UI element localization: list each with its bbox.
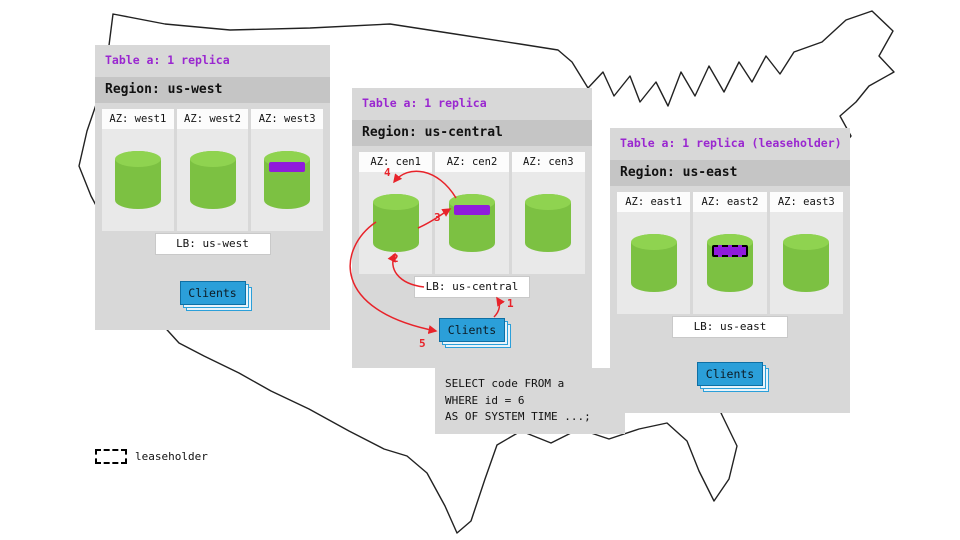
az-body (251, 129, 323, 231)
az-label: AZ: west1 (102, 109, 174, 129)
az-body (102, 129, 174, 231)
az-row: AZ: east1 AZ: east2 AZ: east3 (617, 192, 843, 314)
region-label: Region: us-west (95, 77, 330, 103)
az-label: AZ: east2 (693, 192, 767, 212)
load-balancer-box: LB: us-west (154, 233, 271, 255)
legend: leaseholder (95, 449, 208, 464)
table-replica-label: Table a: 1 replica (105, 53, 230, 67)
az-label: AZ: east1 (617, 192, 691, 212)
legend-label: leaseholder (135, 450, 208, 463)
az-body (177, 129, 249, 231)
region-label: Region: us-central (352, 120, 592, 146)
region-panel-us-central: Table a: 1 replica Region: us-central AZ… (352, 88, 592, 368)
az-west1: AZ: west1 (102, 109, 174, 231)
database-cylinder-icon (448, 194, 495, 252)
az-cen3: AZ: cen3 (511, 152, 585, 274)
database-cylinder-icon (372, 194, 419, 252)
az-body (770, 212, 843, 314)
table-replica-label: Table a: 1 replica (leaseholder) (620, 136, 842, 150)
clients-box: Clients (179, 281, 246, 305)
database-cylinder-icon (706, 234, 753, 292)
az-body (617, 212, 690, 314)
az-body (435, 172, 508, 274)
sql-query-box: SELECT code FROM a WHERE id = 6 AS OF SY… (435, 368, 625, 434)
az-body (359, 172, 432, 274)
replica-range-bar (269, 162, 306, 172)
database-cylinder-icon (114, 151, 161, 209)
az-body (693, 212, 766, 314)
database-cylinder-icon (525, 194, 572, 252)
sql-line: AS OF SYSTEM TIME ...; (445, 410, 591, 423)
az-row: AZ: west1 AZ: west2 AZ: west3 (102, 109, 324, 231)
az-label: AZ: east3 (769, 192, 843, 212)
az-label: AZ: cen3 (511, 152, 585, 172)
az-label: AZ: cen2 (435, 152, 509, 172)
database-cylinder-icon (783, 234, 830, 292)
az-east3: AZ: east3 (769, 192, 843, 314)
az-cen2: AZ: cen2 (435, 152, 509, 274)
az-body (512, 172, 585, 274)
az-east1: AZ: east1 (617, 192, 691, 314)
leaseholder-swatch-icon (95, 449, 127, 464)
az-east2: AZ: east2 (693, 192, 767, 314)
az-cen1: AZ: cen1 (359, 152, 433, 274)
database-cylinder-icon (630, 234, 677, 292)
az-label: AZ: west2 (176, 109, 249, 129)
sql-line: SELECT code FROM a (445, 377, 565, 390)
az-label: AZ: cen1 (359, 152, 433, 172)
load-balancer-box: LB: us-east (672, 316, 788, 338)
table-replica-label: Table a: 1 replica (362, 96, 487, 110)
az-west2: AZ: west2 (176, 109, 249, 231)
az-label: AZ: west3 (251, 109, 324, 129)
database-cylinder-icon (264, 151, 311, 209)
leaseholder-range-bar (711, 245, 748, 257)
region-panel-us-east: Table a: 1 replica (leaseholder) Region:… (610, 128, 850, 413)
clients-box: Clients (439, 318, 505, 342)
region-panel-us-west: Table a: 1 replica Region: us-west AZ: w… (95, 45, 330, 330)
region-label: Region: us-east (610, 160, 850, 186)
load-balancer-box: LB: us-central (414, 276, 530, 298)
database-cylinder-icon (189, 151, 236, 209)
az-west3: AZ: west3 (251, 109, 324, 231)
replica-range-bar (453, 205, 490, 215)
clients-box: Clients (697, 362, 763, 386)
az-row: AZ: cen1 AZ: cen2 AZ: cen3 (359, 152, 585, 274)
sql-line: WHERE id = 6 (445, 393, 525, 407)
